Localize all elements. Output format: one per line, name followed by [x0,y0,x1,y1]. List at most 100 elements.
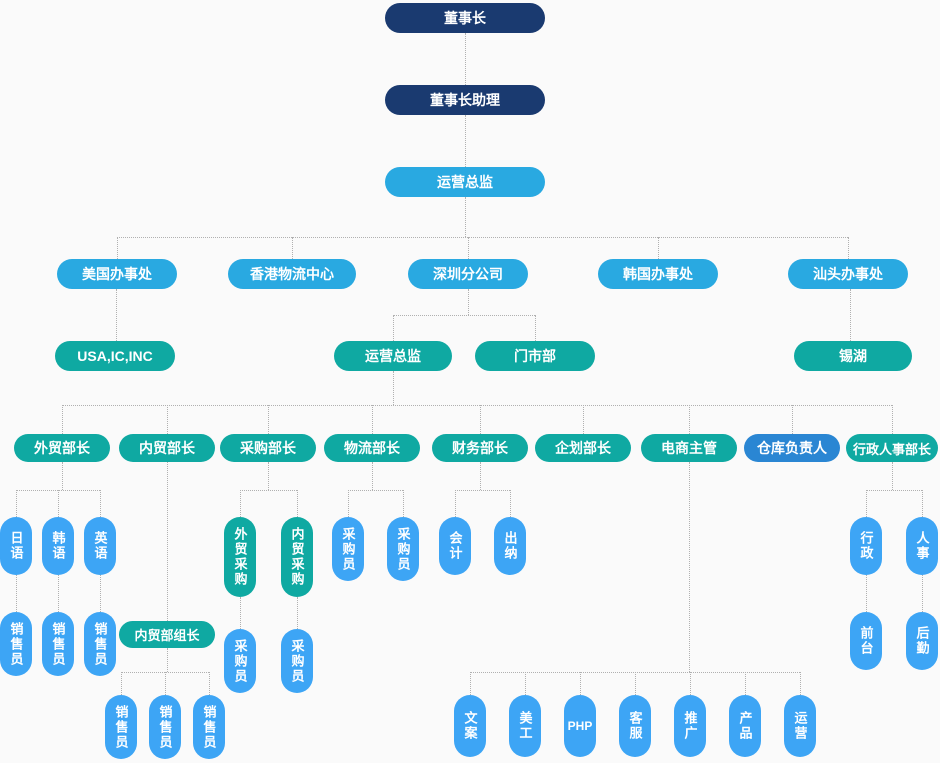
connector-line [240,490,241,517]
connector-line [468,237,469,259]
connector-line [121,672,122,695]
node-japanese: 日语 [0,517,32,575]
node-hr-admin-manager: 行政人事部长 [846,434,938,462]
connector-line [745,672,746,695]
connector-line [866,575,867,612]
connector-line [922,575,923,612]
connector-line [240,490,297,491]
connector-line [167,462,168,621]
node-copywriter: 文案 [454,695,486,757]
connector-line [792,405,793,434]
connector-line [297,490,298,517]
connector-line [117,237,118,259]
node-planning-manager: 企划部长 [535,434,631,462]
node-customer-service: 客服 [619,695,651,757]
connector-line [348,490,403,491]
connector-line [58,575,59,612]
connector-line [393,315,535,316]
node-xihu: 锡湖 [794,341,912,371]
node-salesperson: 销售员 [105,695,137,759]
node-admin: 行政 [850,517,882,575]
connector-line [510,490,511,517]
connector-line [455,490,456,517]
node-korea-office: 韩国办事处 [598,259,718,289]
connector-line [465,197,466,237]
node-promotion: 推广 [674,695,706,757]
connector-line [297,597,298,629]
node-shenzhen-branch: 深圳分公司 [408,259,528,289]
node-operations-director: 运营总监 [385,167,545,197]
connector-line [470,672,471,695]
node-domestic-group-leader: 内贸部组长 [119,621,215,648]
node-finance-manager: 财务部长 [432,434,528,462]
node-purchasing-manager: 采购部长 [220,434,316,462]
node-purchaser: 采购员 [224,629,256,693]
node-accountant: 会计 [439,517,471,575]
connector-line [16,490,17,517]
connector-line [209,672,210,695]
connector-line [848,237,849,259]
node-designer: 美工 [509,695,541,757]
connector-line [689,462,690,672]
connector-line [465,115,466,167]
node-domestic-purchasing: 内贸采购 [281,517,313,597]
connector-line [165,672,166,695]
node-chairman: 董事长 [385,3,545,33]
connector-line [116,289,117,341]
connector-line [866,490,922,491]
connector-line [525,672,526,695]
node-hk-logistics-center: 香港物流中心 [228,259,356,289]
connector-line [800,672,801,695]
connector-line [393,371,394,405]
node-us-office: 美国办事处 [57,259,177,289]
connector-line [455,490,510,491]
node-salesperson: 销售员 [149,695,181,759]
node-operations: 运营 [784,695,816,757]
node-english: 英语 [84,517,116,575]
node-domestic-trade-manager: 内贸部长 [119,434,215,462]
connector-line [62,405,892,406]
connector-line [348,490,349,517]
connector-line [268,462,269,490]
connector-line [403,490,404,517]
connector-line [58,490,59,517]
node-logistics-manager: 物流部长 [324,434,420,462]
node-foreign-purchasing: 外贸采购 [224,517,256,597]
connector-line [100,490,101,517]
node-ecommerce-supervisor: 电商主管 [641,434,737,462]
connector-line [480,405,481,434]
node-php: PHP [564,695,596,757]
connector-line [689,405,690,434]
node-logistics-support: 后勤 [906,612,938,670]
node-product: 产品 [729,695,761,757]
connector-line [268,405,269,434]
node-foreign-trade-manager: 外贸部长 [14,434,110,462]
connector-line [117,237,848,238]
node-salesperson: 销售员 [0,612,32,676]
connector-line [167,648,168,672]
connector-line [372,462,373,490]
connector-line [583,405,584,434]
node-purchaser: 采购员 [387,517,419,581]
node-salesperson: 销售员 [193,695,225,759]
connector-line [100,575,101,612]
connector-line [240,597,241,629]
node-purchaser: 采购员 [332,517,364,581]
node-chairman-assistant: 董事长助理 [385,85,545,115]
connector-line [635,672,636,695]
connector-line [465,33,466,85]
connector-line [535,315,536,341]
connector-line [892,405,893,434]
connector-line [372,405,373,434]
node-warehouse-manager: 仓库负责人 [744,434,840,462]
node-hr: 人事 [906,517,938,575]
node-usa-ic-inc: USA,IC,INC [55,341,175,371]
connector-line [62,462,63,490]
connector-line [292,237,293,259]
node-cashier: 出纳 [494,517,526,575]
node-korean: 韩语 [42,517,74,575]
node-shantou-office: 汕头办事处 [788,259,908,289]
connector-line [866,490,867,517]
node-retail-dept: 门市部 [475,341,595,371]
